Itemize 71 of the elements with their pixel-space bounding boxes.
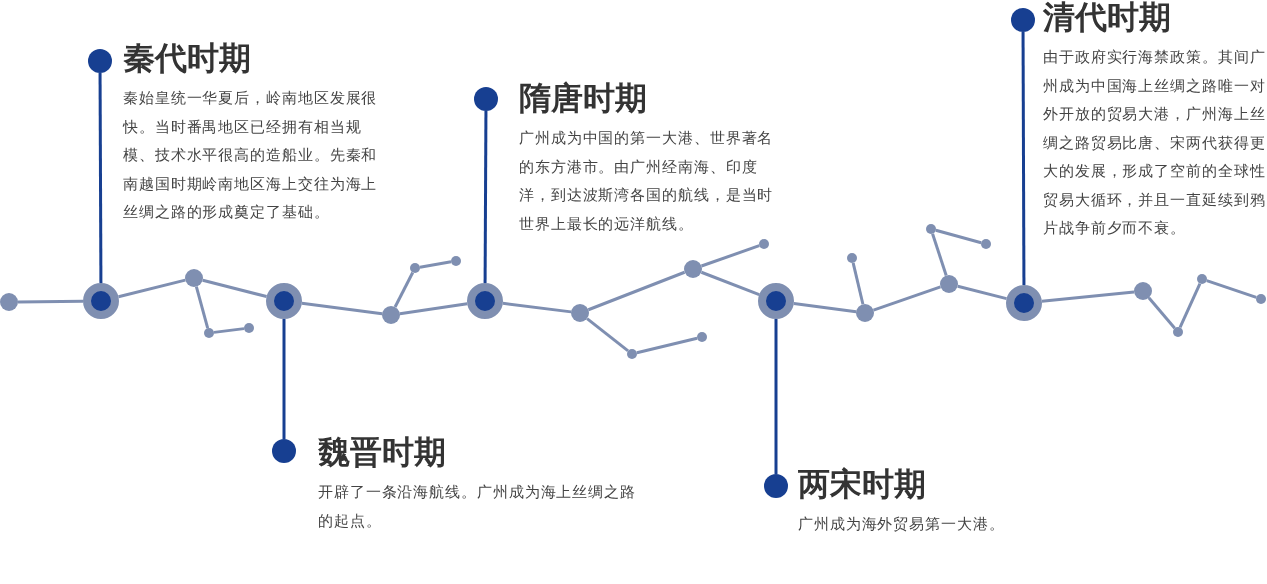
connector-line <box>793 301 857 314</box>
connector-line <box>393 271 415 308</box>
connector-line <box>1041 290 1135 303</box>
connector-line <box>202 278 267 298</box>
connector-line <box>118 278 186 299</box>
milestone-circle <box>83 283 119 319</box>
connector-line <box>419 260 452 269</box>
connector-line <box>1178 282 1202 329</box>
period-description: 广州成为中国的第一大港、世界著名的东方港市。由广州经南海、印度洋，到达波斯湾各国的航线，是当时世界上最长的远洋航线。 <box>519 128 775 235</box>
connector-line <box>301 301 383 316</box>
network-dot <box>981 239 991 249</box>
connector-line <box>213 327 245 334</box>
marker-dot <box>474 87 498 111</box>
connector-line <box>957 284 1007 301</box>
network-dot <box>1197 274 1207 284</box>
network-dot <box>204 328 214 338</box>
network-dot <box>926 224 936 234</box>
connector-line <box>636 336 698 355</box>
milestone-circle <box>758 283 794 319</box>
network-dot <box>410 263 420 273</box>
milestone-circle <box>1006 285 1042 321</box>
network-dot <box>244 323 254 333</box>
marker-dot <box>272 439 296 463</box>
connector-line <box>851 262 865 305</box>
network-dot <box>1173 327 1183 337</box>
milestone-circle <box>266 283 302 319</box>
period-heading: 秦代时期 <box>123 38 251 78</box>
leader-line <box>282 319 286 439</box>
network-dot <box>571 304 589 322</box>
connector-line <box>873 285 941 312</box>
network-dot <box>940 275 958 293</box>
period-description: 广州成为海外贸易第一大港。 <box>798 514 1006 535</box>
network-dot <box>759 239 769 249</box>
leader-line <box>483 111 488 283</box>
period-heading: 隋唐时期 <box>519 78 647 118</box>
connector-line <box>701 244 760 268</box>
connector-line <box>18 299 83 304</box>
marker-dot <box>88 49 112 73</box>
network-dot <box>1134 282 1152 300</box>
connector-line <box>399 302 468 316</box>
connector-line <box>194 286 210 329</box>
period-heading: 两宋时期 <box>798 464 926 504</box>
connector-line <box>935 228 982 245</box>
connector-line <box>586 317 629 353</box>
network-dot <box>185 269 203 287</box>
network-dot <box>1256 294 1266 304</box>
network-dot <box>0 293 18 311</box>
period-description: 开辟了一条沿海航线。广州成为海上丝绸之路的起点。 <box>318 482 637 532</box>
network-dot <box>684 260 702 278</box>
period-description: 秦始皇统一华夏后，岭南地区发展很快。当时番禺地区已经拥有相当规模、技术水平很高的造船业。先秦和南越国时期岭南地区海上交往为海上丝绸之路的形成奠定了基础。 <box>123 88 379 223</box>
connector-line <box>700 270 760 296</box>
network-dot <box>856 304 874 322</box>
leader-line <box>98 73 103 283</box>
connector-line <box>1147 296 1176 330</box>
marker-dot <box>764 474 788 498</box>
leader-line <box>774 319 778 474</box>
connector-line <box>931 233 948 276</box>
network-dot <box>627 349 637 359</box>
milestone-circle <box>467 283 503 319</box>
network-dot <box>382 306 400 324</box>
period-heading: 魏晋时期 <box>318 432 446 472</box>
network-dot <box>697 332 707 342</box>
connector-line <box>587 270 686 312</box>
period-heading: 清代时期 <box>1043 0 1171 37</box>
marker-dot <box>1011 8 1035 32</box>
network-dot <box>451 256 461 266</box>
leader-line <box>1021 32 1026 285</box>
connector-line <box>502 301 572 314</box>
connector-line <box>1206 279 1257 299</box>
period-description: 由于政府实行海禁政策。其间广州成为中国海上丝绸之路唯一对外开放的贸易大港，广州海上丝绸之路贸易比唐、宋两代获得更大的发展，形成了空前的全球性贸易大循环，并且一直延续到鸦片战争前夕而不衰。 <box>1043 47 1267 239</box>
network-dot <box>847 253 857 263</box>
